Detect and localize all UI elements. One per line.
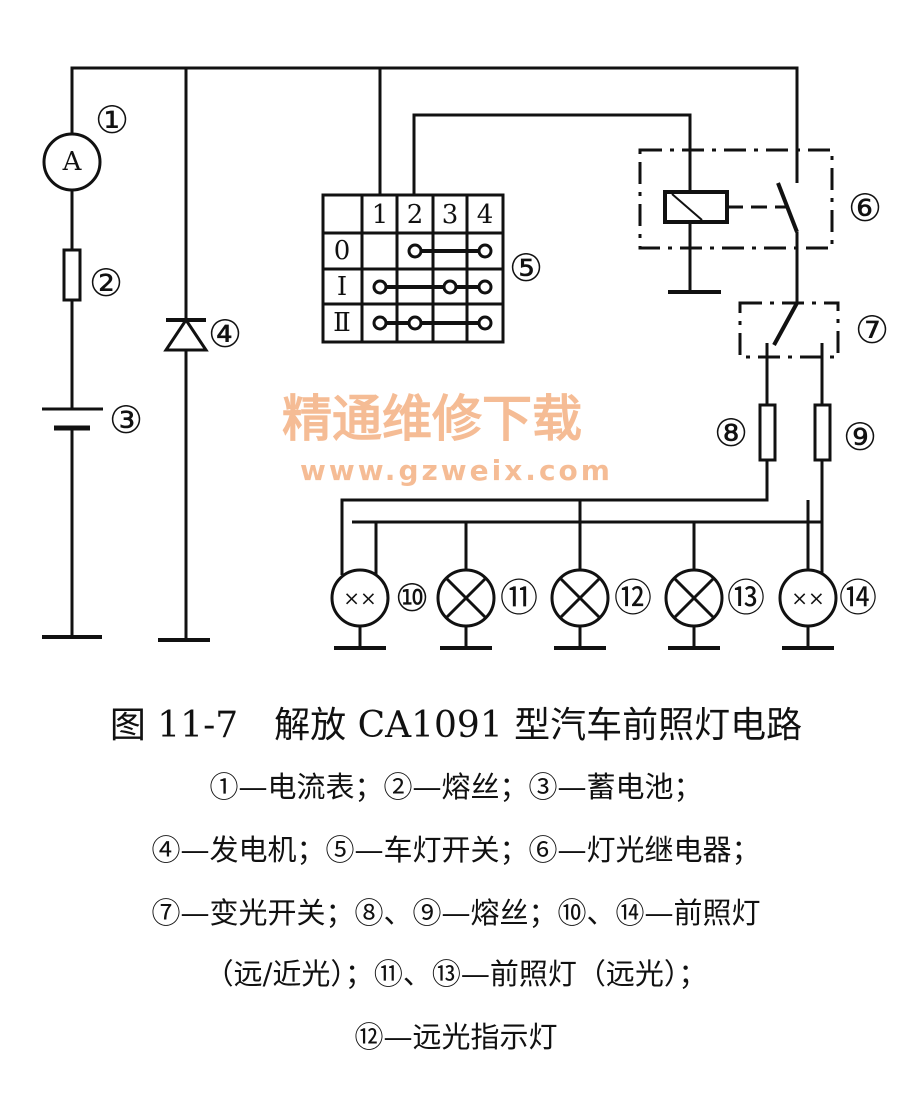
lamp — [550, 568, 610, 650]
legend-line: ⑫—远光指示灯 — [354, 1020, 558, 1054]
watermark-title: 精通维修下载 — [282, 390, 582, 448]
lamp — [436, 568, 496, 650]
component-label-14: ⑭ — [839, 576, 877, 620]
ammeter: A — [42, 132, 102, 192]
component-label-10: ⑩ — [395, 576, 429, 620]
figure-title: 图 11-7 解放 CA1091 型汽车前照灯电路 — [109, 705, 803, 746]
svg-text:1: 1 — [372, 200, 389, 230]
component-label-2: ② — [89, 261, 123, 305]
component-label-11: ⑪ — [500, 576, 538, 620]
lamp — [664, 568, 724, 650]
svg-text:0: 0 — [334, 236, 351, 266]
fuse-9 — [813, 403, 832, 462]
fuse-2 — [62, 248, 82, 302]
light-relay — [638, 148, 834, 294]
dual-filament-icon: ×× — [343, 586, 377, 610]
component-label-7: ⑦ — [855, 308, 889, 352]
watermark-url: www.gzweix.com — [300, 454, 613, 487]
component-label-9: ⑨ — [843, 415, 877, 459]
legend-line: ④—发电机；⑤—车灯开关；⑥—灯光继电器； — [151, 833, 761, 867]
component-label-4: ④ — [208, 312, 242, 356]
legend-line: ①—电流表；②—熔丝；③—蓄电池； — [209, 770, 703, 804]
svg-text:4: 4 — [477, 200, 494, 230]
fuse-8 — [758, 403, 777, 462]
component-label-13: ⑬ — [727, 576, 765, 620]
component-label-1: ① — [95, 98, 129, 142]
headlight-circuit-diagram: A 1 2 3 4 0 Ⅰ Ⅱ — [42, 66, 889, 650]
dimmer-switch — [738, 301, 840, 359]
generator-diode — [163, 317, 209, 352]
battery — [42, 407, 103, 431]
headlamp-dual-beam: ×× — [778, 568, 838, 650]
component-label-8: ⑧ — [714, 411, 748, 455]
dual-filament-icon: ×× — [791, 586, 825, 610]
legend-line: （远/近光）；⑪、⑬—前照灯（远光）； — [204, 957, 708, 991]
svg-text:3: 3 — [442, 200, 459, 230]
component-label-3: ③ — [109, 398, 143, 442]
headlamp-dual-beam: ×× — [330, 568, 390, 650]
component-label-12: ⑫ — [614, 576, 652, 620]
svg-text:A: A — [62, 147, 83, 177]
svg-text:2: 2 — [407, 200, 424, 230]
svg-text:Ⅱ: Ⅱ — [333, 308, 351, 338]
svg-text:Ⅰ: Ⅰ — [337, 272, 347, 302]
light-switch-table: 1 2 3 4 0 Ⅰ Ⅱ — [321, 193, 505, 344]
component-label-5: ⑤ — [509, 246, 543, 290]
main-wire — [70, 66, 799, 183]
legend-line: ⑦—变光开关；⑧、⑨—熔丝；⑩、⑭—前照灯 — [151, 896, 761, 930]
component-label-6: ⑥ — [848, 186, 882, 230]
